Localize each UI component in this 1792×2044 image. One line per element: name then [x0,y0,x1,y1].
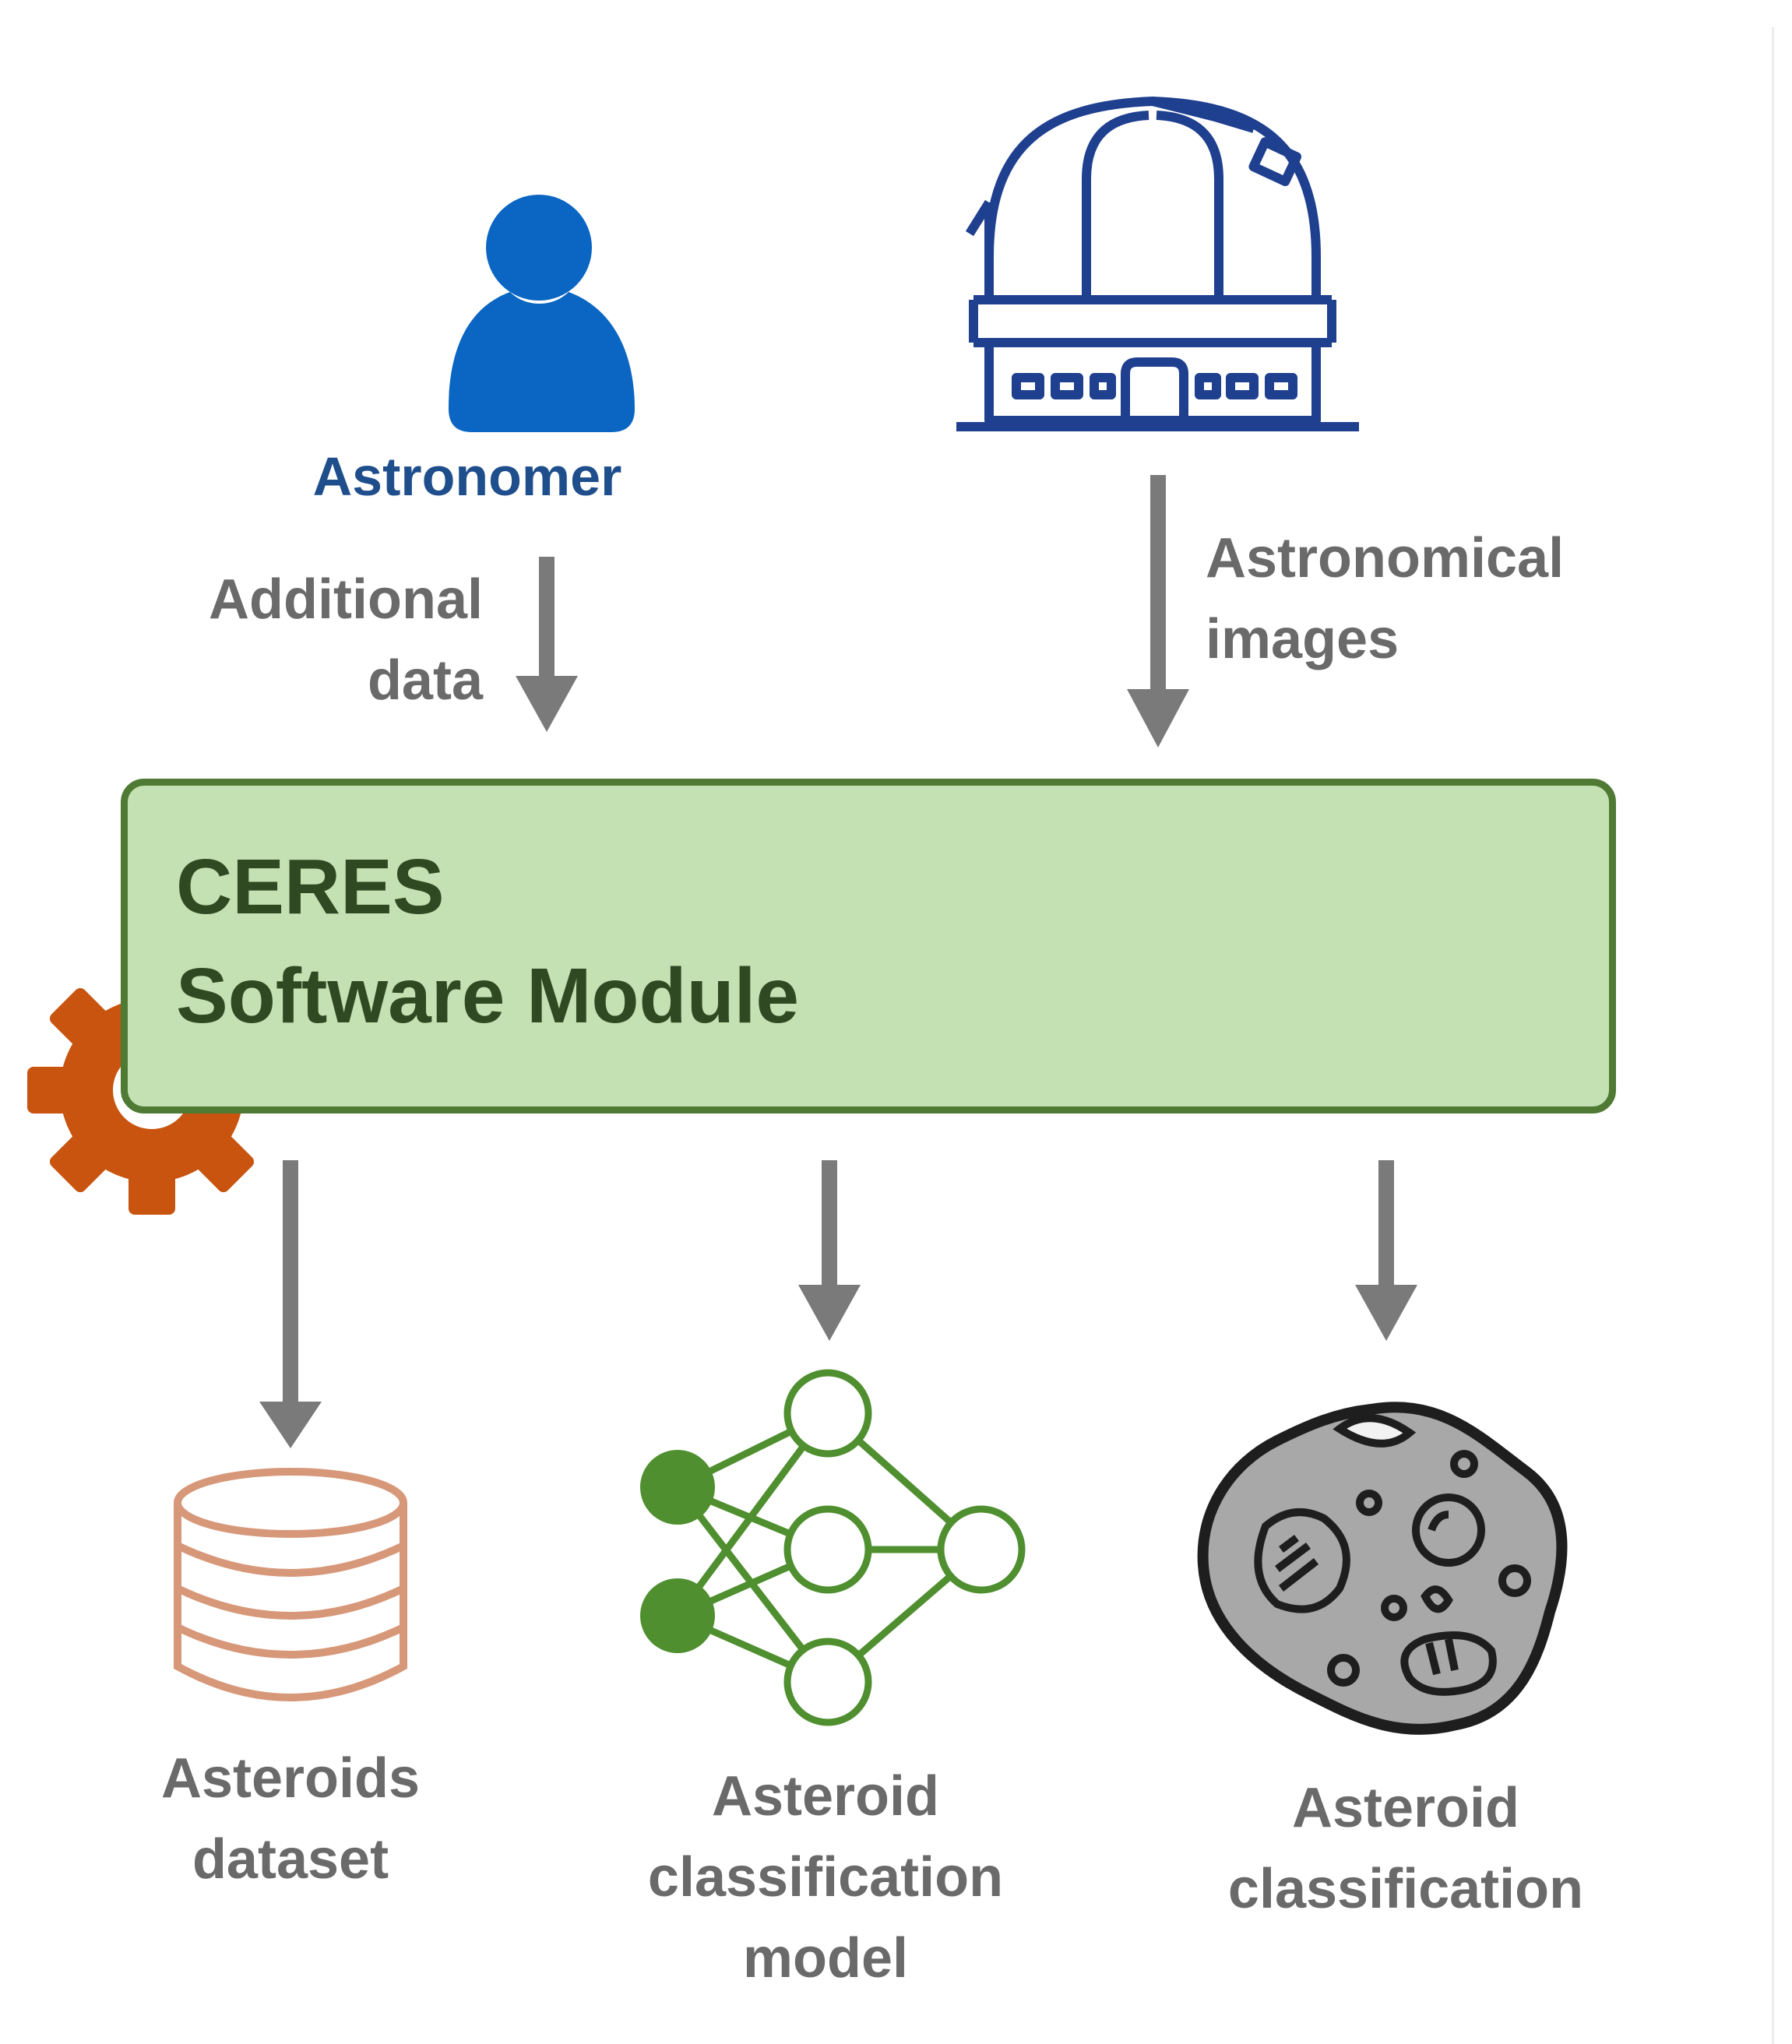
label-line: Asteroid [711,1765,940,1828]
asteroid-icon [1197,1402,1568,1735]
module-subtitle: Software Module [176,952,800,1040]
neural-network-icon [640,1369,1026,1726]
asteroids-dataset-label: Asteroids dataset [96,1738,485,1900]
label-line: Asteroid [1291,1777,1520,1839]
additional-data-label: Additional data [125,559,483,721]
label-line: Asteroids [160,1747,421,1810]
label-line: model [742,1927,909,1989]
asteroid-classification-label: Asteroid classification [1188,1768,1624,1930]
label-line: Additional [209,568,483,631]
classification-model-label: Asteroid classification model [607,1756,1044,1999]
label-line: dataset [192,1828,389,1891]
arrows [259,475,1417,1448]
user-icon [449,195,635,432]
astronomer-label: Astronomer [312,446,622,507]
label-line: data [367,649,483,712]
label-line: classification [647,1846,1004,1909]
label-line: classification [1227,1858,1584,1920]
module-title: CERES [176,843,445,931]
label-line: images [1206,608,1399,670]
ceres-module-box: CERES Software Module [121,779,1616,1113]
right-edge-divider [1772,27,1774,2044]
astronomical-images-label: Astronomical images [1206,518,1642,680]
observatory-icon [956,97,1359,431]
database-icon [174,1468,407,1701]
label-line: Astronomical [1206,527,1565,589]
